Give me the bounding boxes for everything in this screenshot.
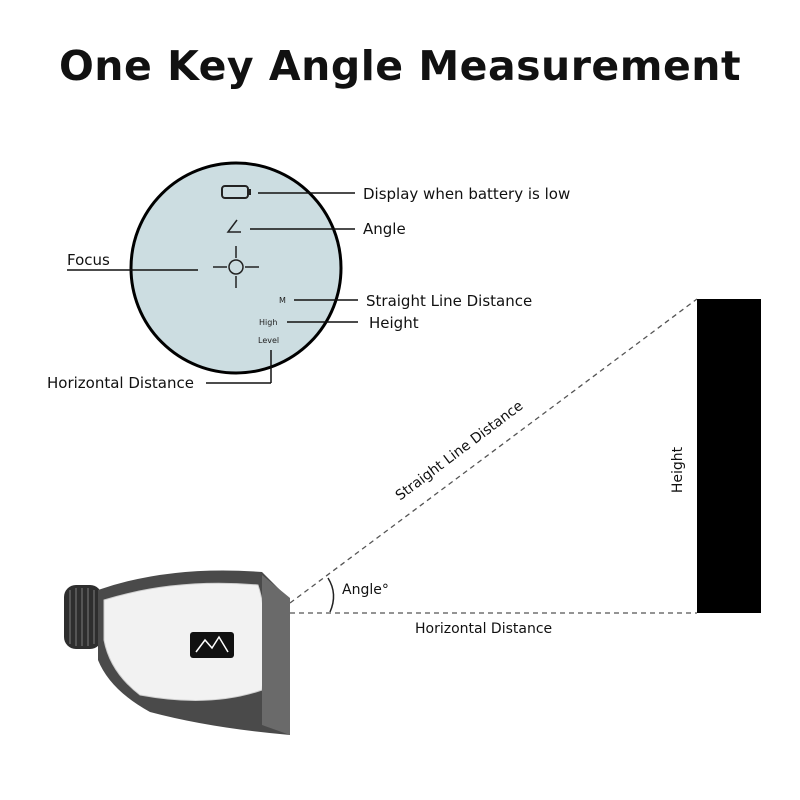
label-height: Height [369, 314, 419, 332]
label-focus: Focus [67, 251, 110, 269]
crosshair-icon [213, 246, 259, 288]
label-straight-line-distance: Straight Line Distance [366, 292, 533, 310]
angle-arc [327, 577, 335, 613]
leader-lines [67, 192, 358, 384]
diagram-angle-label: Angle° [342, 582, 389, 598]
readout-level: Level [258, 336, 280, 345]
readout-unit: M [279, 296, 286, 305]
diagram-horizontal-label: Horizontal Distance [415, 621, 553, 637]
diagram-height-label: Height [670, 446, 687, 494]
angle-icon [226, 219, 241, 233]
readout-high: High [259, 318, 278, 327]
battery-icon [221, 185, 251, 199]
label-battery-low: Display when battery is low [363, 185, 571, 203]
page-title: One Key Angle Measurement [58, 42, 742, 90]
rangefinder-device [64, 570, 290, 735]
label-angle: Angle [363, 220, 406, 238]
scope-view-circle [129, 161, 343, 375]
height-wall [697, 299, 761, 613]
label-horizontal-distance: Horizontal Distance [47, 374, 194, 392]
straight-line-dashed [289, 298, 698, 604]
